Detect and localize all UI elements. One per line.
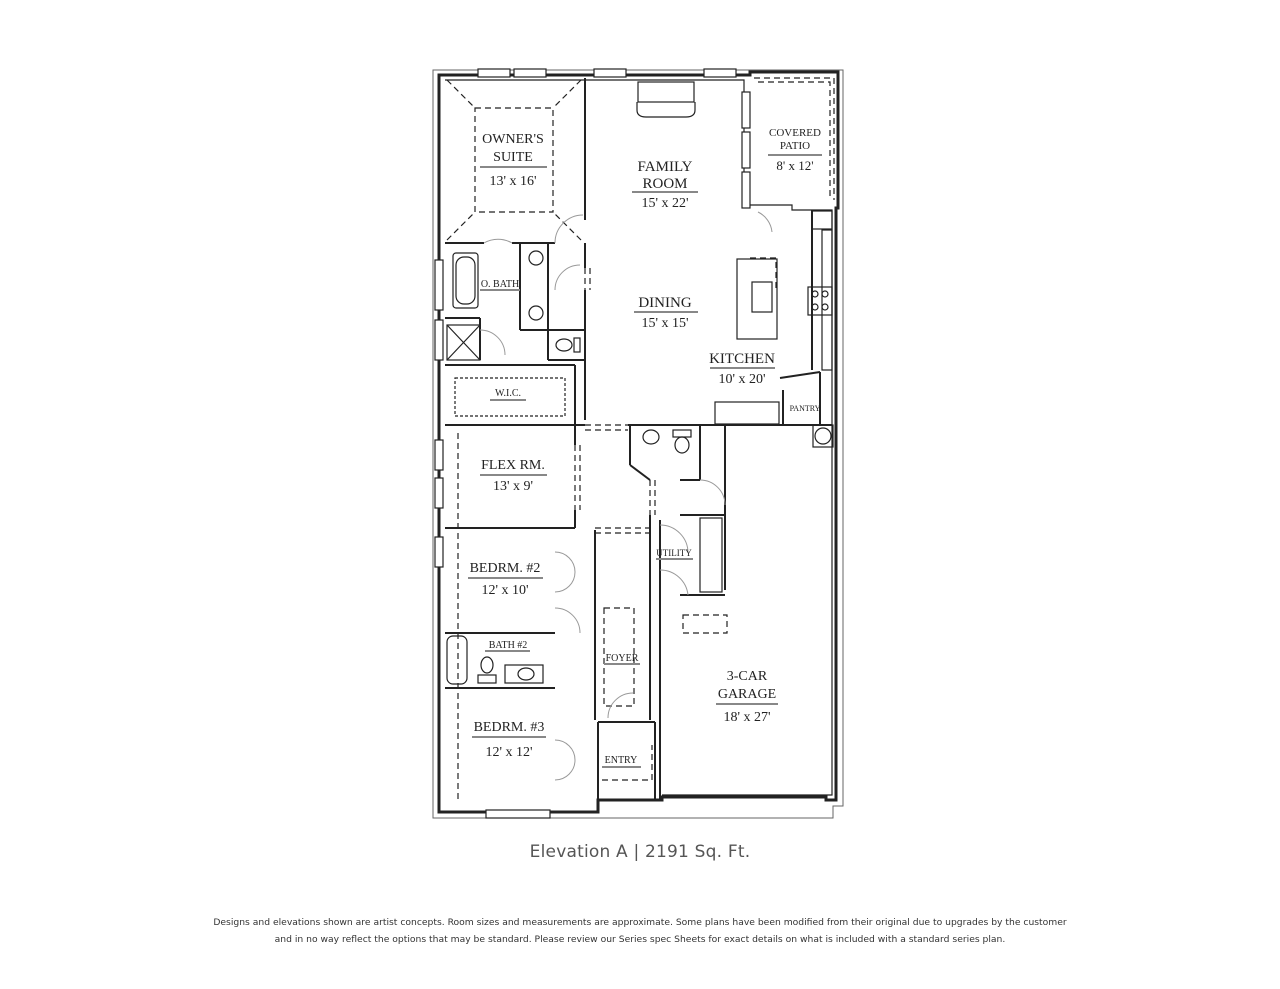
disclaimer: Designs and elevations shown are artist … <box>200 914 1080 948</box>
o-bath-label: O. BATH <box>481 279 519 290</box>
disclaimer-line-2: and in no way reflect the options that m… <box>274 934 1006 945</box>
covered-patio-size: 8' x 12' <box>776 158 813 173</box>
owners-suite-ceiling <box>446 79 582 241</box>
wic-label: W.I.C. <box>495 388 521 399</box>
owners-suite-label-2: SUITE <box>493 150 533 165</box>
disclaimer-line-1: Designs and elevations shown are artist … <box>213 917 1067 928</box>
label-underlines <box>468 154 822 768</box>
bedroom3-size: 12' x 12' <box>485 745 532 760</box>
dining-size: 15' x 15' <box>641 316 688 331</box>
foyer-label: FOYER <box>606 653 639 664</box>
garage-label: 3-CAR <box>727 669 768 684</box>
bedroom2-label: BEDRM. #2 <box>470 561 541 576</box>
family-room-size: 15' x 22' <box>641 196 688 211</box>
family-room-label: FAMILY <box>638 159 693 175</box>
bath2-label: BATH #2 <box>489 640 528 651</box>
garage-label-2: GARAGE <box>718 687 776 702</box>
covered-patio-label-2: PATIO <box>780 140 810 152</box>
entry-label: ENTRY <box>605 755 638 766</box>
garage-size: 18' x 27' <box>723 710 770 725</box>
owners-suite-size: 13' x 16' <box>489 174 536 189</box>
flex-room-label: FLEX RM. <box>481 458 545 473</box>
family-room-label-2: ROOM <box>642 176 687 192</box>
dashed-openings <box>457 77 835 800</box>
dining-label: DINING <box>638 295 691 311</box>
door-swings <box>479 211 773 781</box>
interior-walls <box>445 78 832 800</box>
covered-patio-label: COVERED <box>769 127 821 139</box>
owners-suite-label: OWNER'S <box>482 132 544 147</box>
floor-plan: OWNER'S SUITE 13' x 16' FAMILY ROOM 15' … <box>432 68 844 819</box>
fixtures <box>446 81 834 685</box>
flex-room-size: 13' x 9' <box>493 479 533 494</box>
utility-label: UTILITY <box>656 548 692 558</box>
bedroom2-size: 12' x 10' <box>481 583 528 598</box>
kitchen-size: 10' x 20' <box>718 372 765 387</box>
pantry-label: PANTRY <box>790 404 821 413</box>
room-labels: OWNER'S SUITE 13' x 16' FAMILY ROOM 15' … <box>470 127 821 766</box>
kitchen-label: KITCHEN <box>709 351 775 367</box>
windows <box>434 68 751 819</box>
bedroom3-label: BEDRM. #3 <box>474 720 545 735</box>
elevation-caption: Elevation A | 2191 Sq. Ft. <box>529 842 751 862</box>
